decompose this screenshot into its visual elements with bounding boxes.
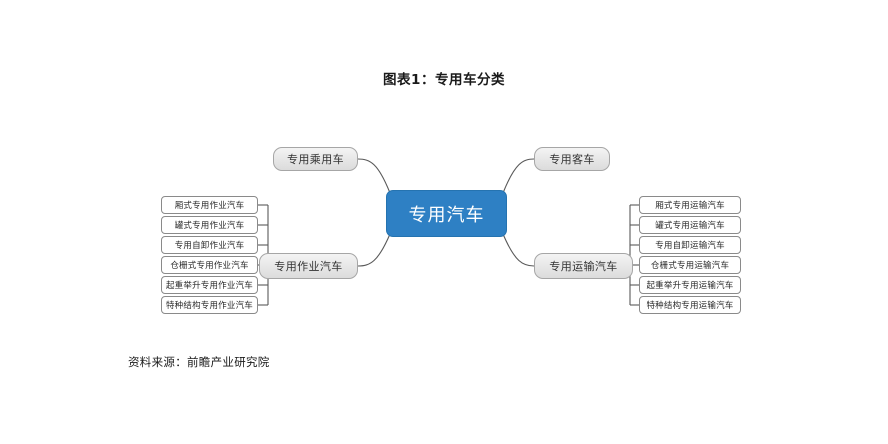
branch-node-operation-vehicle[interactable]: 专用作业汽车 (259, 253, 358, 279)
edge-root-passenger (357, 158, 391, 194)
edge-root-operation (357, 233, 391, 267)
leaf-node[interactable]: 起重举升专用运输汽车 (639, 276, 741, 294)
page-title: 图表1：专用车分类 (383, 72, 505, 88)
branch-node-special-bus[interactable]: 专用客车 (534, 147, 610, 171)
leaf-node[interactable]: 专用自卸运输汽车 (639, 236, 741, 254)
leaf-node[interactable]: 厢式专用运输汽车 (639, 196, 741, 214)
leaf-node[interactable]: 仓栅式专用运输汽车 (639, 256, 741, 274)
branch-node-passenger-vehicle[interactable]: 专用乘用车 (273, 147, 358, 171)
leaf-node[interactable]: 起重举升专用作业汽车 (161, 276, 258, 294)
leaf-node[interactable]: 罐式专用运输汽车 (639, 216, 741, 234)
leaf-node[interactable]: 厢式专用作业汽车 (161, 196, 258, 214)
branch-node-transport-vehicle[interactable]: 专用运输汽车 (534, 253, 633, 279)
leaf-node[interactable]: 特种结构专用作业汽车 (161, 296, 258, 314)
edge-root-bus (502, 158, 535, 194)
source-note: 资料来源：前瞻产业研究院 (128, 355, 270, 369)
root-node-special-vehicle[interactable]: 专用汽车 (386, 190, 507, 237)
leaf-node[interactable]: 仓栅式专用作业汽车 (161, 256, 258, 274)
leaf-node[interactable]: 特种结构专用运输汽车 (639, 296, 741, 314)
edge-root-transport (502, 233, 535, 267)
leaf-node[interactable]: 罐式专用作业汽车 (161, 216, 258, 234)
leaf-node[interactable]: 专用自卸作业汽车 (161, 236, 258, 254)
